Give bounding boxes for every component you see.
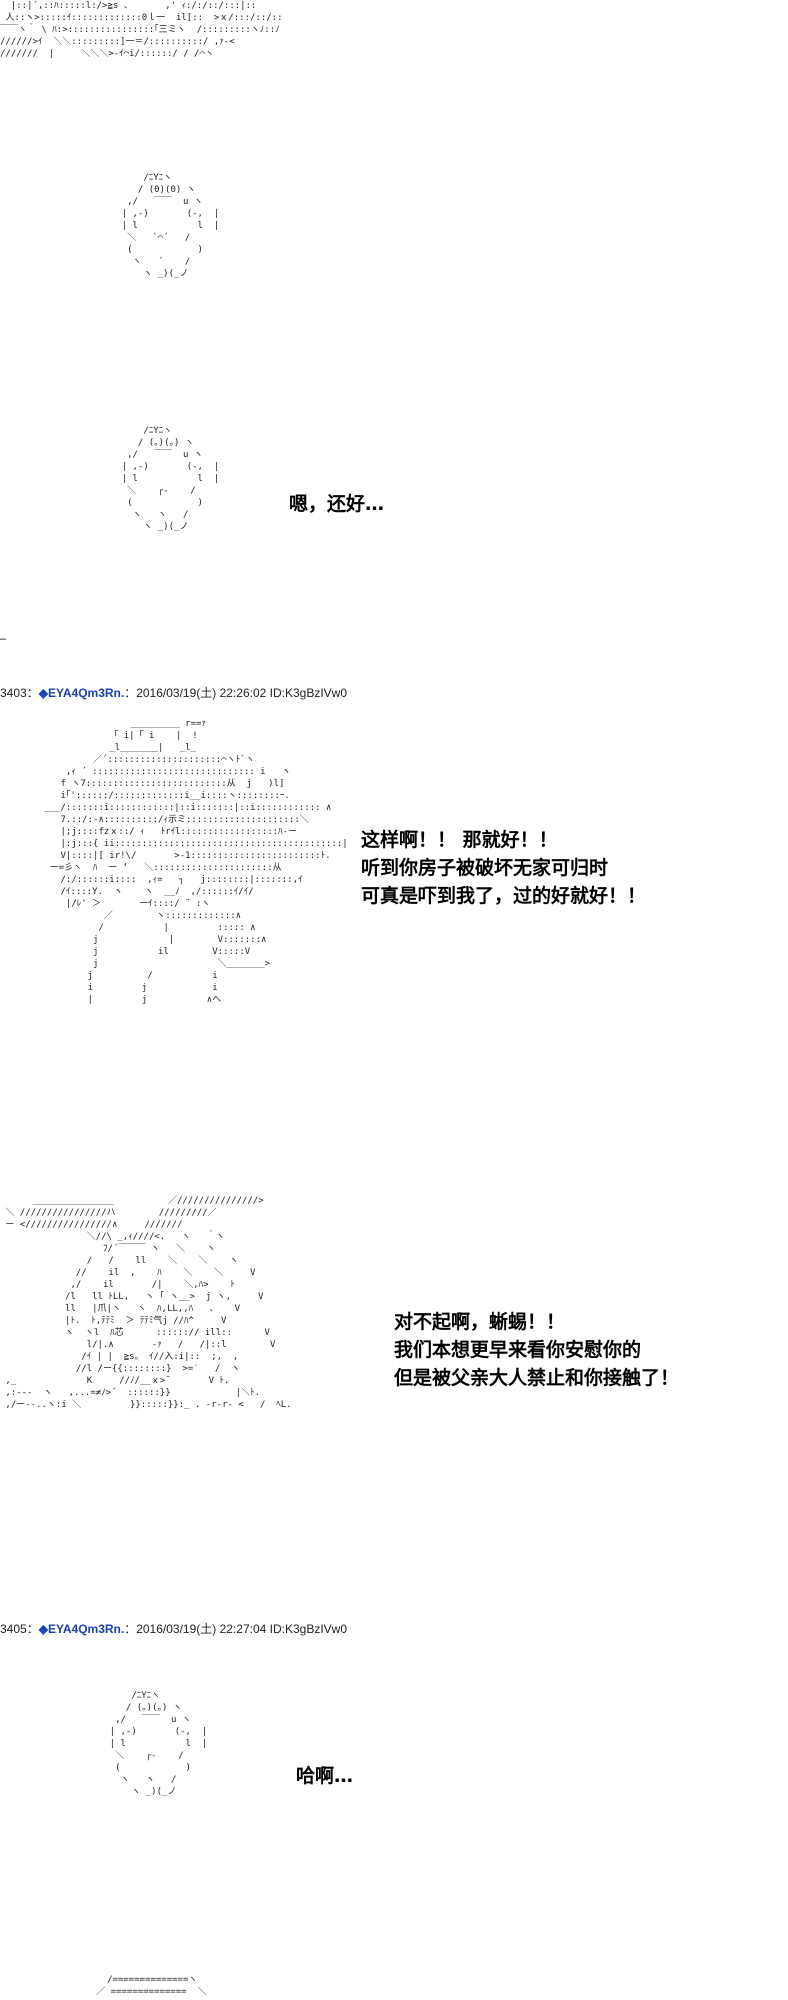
ascii-art-face-2: /ﾆYﾆヽ / (。)(。) ヽ ,/ ￣￣ u ヽ | ,-) (-, | |… bbox=[121, 426, 220, 532]
ascii-art-top: |::|´,::ﾊ:::::l:/>≧s 、 ,' ｨ:/:/::/:::|::… bbox=[0, 1, 283, 59]
post-number: 3403 bbox=[0, 686, 27, 700]
dialog-3: 对不起啊，蜥蜴！！ 我们本想更早来看你安慰你的 但是被父亲大人禁止和你接触了！ bbox=[394, 1311, 680, 1389]
post-header-3405: 3405：◆EYA4Qm3Rn.：2016/03/19(土) 22:27:04 … bbox=[0, 1622, 348, 1636]
post-trip[interactable]: ◆EYA4Qm3Rn. bbox=[38, 1622, 125, 1636]
ascii-art-face-1: /ﾆYﾆヽ / (0)(0) ヽ ,/ ￣￣ u ヽ | ,-) (-, | |… bbox=[121, 173, 220, 279]
ascii-art-character-girl: _________ r==ｧ 「 i|「 i | ! _l_______| _l… bbox=[44, 719, 348, 1005]
dialog-2: 这样啊！！ 那就好！！ 听到你房子被破坏无家可归时 可真是吓到我了，过的好就好！… bbox=[361, 829, 647, 907]
post-meta: ：2016/03/19(土) 22:26:02 ID:K3gBzIVw0 bbox=[124, 686, 348, 700]
post-meta: ：2016/03/19(土) 22:27:04 ID:K3gBzIVw0 bbox=[124, 1622, 348, 1636]
ascii-art-character-second: _______________ ／///////////////> ＼ ////… bbox=[5, 1196, 292, 1410]
dialog-4: 哈啊… bbox=[296, 1765, 354, 1787]
post-marker: … bbox=[0, 632, 7, 643]
dialog-1: 嗯，还好… bbox=[289, 493, 385, 515]
post-number: 3405 bbox=[0, 1622, 27, 1636]
post-trip[interactable]: ◆EYA4Qm3Rn. bbox=[38, 686, 125, 700]
post-header-3403: 3403：◆EYA4Qm3Rn.：2016/03/19(土) 22:26:02 … bbox=[0, 686, 348, 700]
ascii-art-bottom: /==============ヽ ／ ============== ＼ bbox=[96, 1975, 207, 1997]
ascii-art-face-3: /ﾆYﾆヽ / (。)(。) ヽ ,/ ￣￣ u ヽ | ,-) (-, | |… bbox=[109, 1691, 208, 1797]
